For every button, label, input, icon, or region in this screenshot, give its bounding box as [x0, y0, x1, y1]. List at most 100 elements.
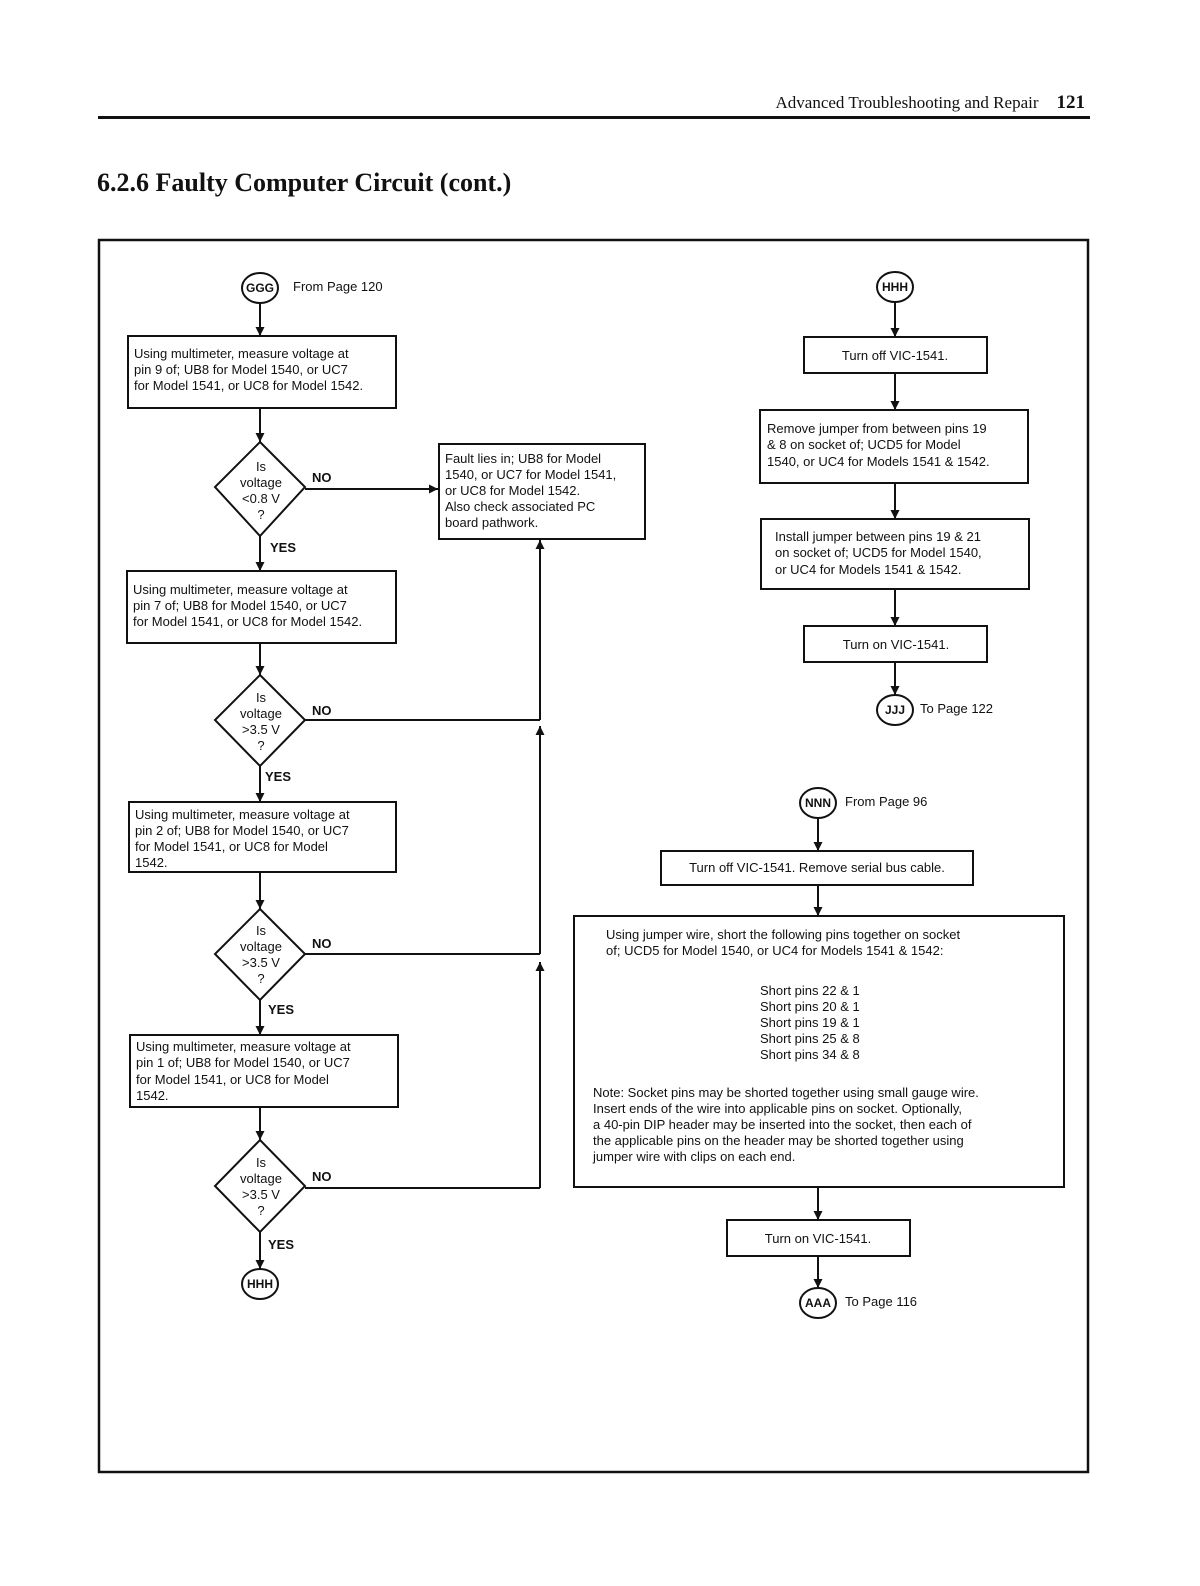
no-label-4: NO: [312, 1169, 332, 1184]
svg-text:or UC4 for Models 1541 & 1542.: or UC4 for Models 1541 & 1542.: [775, 562, 961, 577]
svg-text:>3.5 V: >3.5 V: [242, 1187, 280, 1202]
remove-jumper-box: Remove jumper from between pins 19 & 8 o…: [759, 409, 1029, 484]
svg-text:board pathwork.: board pathwork.: [445, 515, 538, 530]
svg-text:GGG: GGG: [246, 281, 274, 295]
no-label-1: NO: [312, 470, 332, 485]
connector-jjj: JJJ: [876, 694, 914, 726]
connector-nnn: NNN: [799, 787, 837, 819]
measure-pin7-box: Using multimeter, measure voltage at pin…: [126, 570, 397, 644]
svg-text:for Model 1541, or UC8 for Mod: for Model 1541, or UC8 for Model: [135, 839, 328, 854]
svg-text:Short pins 20 & 1: Short pins 20 & 1: [760, 999, 860, 1014]
svg-text:HHH: HHH: [247, 1277, 273, 1291]
svg-text:>3.5 V: >3.5 V: [242, 722, 280, 737]
fault-box: Fault lies in; UB8 for Model 1540, or UC…: [438, 443, 646, 540]
nnn-note: From Page 96: [845, 794, 927, 809]
svg-text:on socket of; UCD5 for Model: on socket of; UCD5 for Model 1540,: [775, 545, 982, 560]
svg-text:Using multimeter, measure volt: Using multimeter, measure voltage at: [133, 582, 348, 597]
yes-label-2: YES: [265, 769, 291, 784]
turn-on-box: Turn on VIC-1541.: [803, 625, 988, 663]
svg-text:Using multimeter, measure volt: Using multimeter, measure voltage at: [135, 807, 350, 822]
connector-ggg: GGG: [241, 272, 279, 304]
yes-label-1: YES: [270, 540, 296, 555]
svg-text:HHH: HHH: [882, 280, 908, 294]
svg-text:voltage: voltage: [240, 475, 282, 490]
svg-text:Turn on VIC-1541.: Turn on VIC-1541.: [843, 637, 949, 652]
svg-text:Note: Socket pins may be short: Note: Socket pins may be shorted togethe…: [593, 1085, 979, 1100]
svg-text:Is: Is: [256, 923, 267, 938]
svg-text:Fault lies in; UB8 for Model: Fault lies in; UB8 for Model: [445, 451, 601, 466]
svg-text:Insert ends of the wire into a: Insert ends of the wire into applicable …: [593, 1101, 962, 1116]
svg-text:1542.: 1542.: [136, 1088, 169, 1103]
yes-label-3: YES: [268, 1002, 294, 1017]
decision-voltage-gt-3-5-b: Is voltage >3.5 V ?: [213, 907, 307, 1002]
turn-off-remove-cable-box: Turn off VIC-1541. Remove serial bus cab…: [660, 850, 974, 886]
svg-text:pin 7 of; UB8 for Model 1540,: pin 7 of; UB8 for Model 1540, or UC7: [133, 598, 347, 613]
svg-text:1542.: 1542.: [135, 855, 168, 870]
svg-text:JJJ: JJJ: [885, 703, 905, 717]
svg-text:AAA: AAA: [805, 1296, 831, 1310]
svg-text:Remove jumper from between pin: Remove jumper from between pins 19: [767, 421, 987, 436]
decision-voltage-lt-0-8: Is voltage <0.8 V ?: [213, 440, 307, 538]
svg-text:1540, or UC4 for Models 1541 &: 1540, or UC4 for Models 1541 & 1542.: [767, 454, 990, 469]
svg-text:Using multimeter, measure volt: Using multimeter, measure voltage at: [134, 346, 349, 361]
svg-text:& 8 on socket of; UCD5 for Mo: & 8 on socket of; UCD5 for Model: [767, 437, 961, 452]
header-rule: [98, 116, 1090, 119]
yes-label-4: YES: [268, 1237, 294, 1252]
svg-text:pin 2 of; UB8 for Model 1540,: pin 2 of; UB8 for Model 1540, or UC7: [135, 823, 349, 838]
svg-text:<0.8 V: <0.8 V: [242, 491, 280, 506]
svg-text:Using jumper wire, short the f: Using jumper wire, short the following p…: [606, 927, 960, 942]
svg-text:for Model 1541, or UC8 for Mod: for Model 1541, or UC8 for Model 1542.: [134, 378, 363, 393]
svg-text:?: ?: [257, 738, 264, 753]
svg-text:Turn on VIC-1541.: Turn on VIC-1541.: [765, 1231, 871, 1246]
svg-text:Also check associated PC: Also check associated PC: [445, 499, 595, 514]
no-label-3: NO: [312, 936, 332, 951]
measure-pin9-box: Using multimeter, measure voltage at pin…: [127, 335, 397, 409]
svg-text:a 40-pin DIP header may be ins: a 40-pin DIP header may be inserted into…: [593, 1117, 972, 1132]
svg-text:1540, or UC7 for Model 1541,: 1540, or UC7 for Model 1541,: [445, 467, 616, 482]
short-pins-box: Using jumper wire, short the following p…: [573, 915, 1065, 1188]
install-jumper-box: Install jumper between pins 19 & 21 on s…: [760, 518, 1030, 590]
svg-text:?: ?: [257, 971, 264, 986]
turn-off-box: Turn off VIC-1541.: [803, 336, 988, 374]
svg-text:Short pins 22 & 1: Short pins 22 & 1: [760, 983, 860, 998]
decision-voltage-gt-3-5-a: Is voltage >3.5 V ?: [213, 673, 307, 768]
aaa-note: To Page 116: [845, 1294, 917, 1309]
running-header: Advanced Troubleshooting and Repair 121: [100, 92, 1086, 116]
svg-text:Is: Is: [256, 459, 267, 474]
connector-aaa: AAA: [799, 1287, 837, 1319]
svg-text:?: ?: [257, 1203, 264, 1218]
svg-text:of; UCD5 for Model 1540, or UC: of; UCD5 for Model 1540, or UC4 for Mode…: [606, 943, 943, 958]
svg-text:Is: Is: [256, 1155, 267, 1170]
measure-pin2-box: Using multimeter, measure voltage at pin…: [128, 801, 397, 873]
svg-text:voltage: voltage: [240, 939, 282, 954]
svg-text:>3.5 V: >3.5 V: [242, 955, 280, 970]
svg-text:Is: Is: [256, 690, 267, 705]
connector-hhh-top: HHH: [876, 271, 914, 303]
svg-text:jumper wire with clips on each: jumper wire with clips on each end.: [592, 1149, 795, 1164]
decision-voltage-gt-3-5-c: Is voltage >3.5 V ?: [213, 1138, 307, 1234]
svg-text:Short pins 34 & 8: Short pins 34 & 8: [760, 1047, 860, 1062]
ggg-note: From Page 120: [293, 279, 383, 294]
jjj-note: To Page 122: [920, 701, 993, 716]
svg-text:or UC8 for Model 1542.: or UC8 for Model 1542.: [445, 483, 580, 498]
svg-text:Short pins 19 & 1: Short pins 19 & 1: [760, 1015, 860, 1030]
svg-text:NNN: NNN: [805, 796, 831, 810]
svg-text:Short pins 25 & 8: Short pins 25 & 8: [760, 1031, 860, 1046]
svg-text:for Model 1541, or UC8 for Mod: for Model 1541, or UC8 for Model: [136, 1072, 329, 1087]
page-number: 121: [1056, 92, 1086, 113]
svg-text:for Model 1541, or UC8 for Mod: for Model 1541, or UC8 for Model 1542.: [133, 614, 362, 629]
svg-text:voltage: voltage: [240, 1171, 282, 1186]
section-title: 6.2.6 Faulty Computer Circuit (cont.): [97, 168, 512, 197]
svg-text:Turn off VIC-1541.: Turn off VIC-1541.: [842, 348, 948, 363]
svg-text:the applicable pins on the hea: the applicable pins on the header may be…: [593, 1133, 964, 1148]
svg-text:pin 1 of; UB8 for Model 1540,: pin 1 of; UB8 for Model 1540, or UC7: [136, 1055, 350, 1070]
measure-pin1-box: Using multimeter, measure voltage at pin…: [129, 1034, 399, 1108]
svg-text:Install jumper between pins 19: Install jumper between pins 19 & 21: [775, 529, 981, 544]
svg-text:Turn off VIC-1541. Remove ser: Turn off VIC-1541. Remove serial bus cab…: [689, 860, 945, 875]
connector-hhh-bottom: HHH: [241, 1268, 279, 1300]
running-title: Advanced Troubleshooting and Repair: [775, 93, 1039, 112]
diagram-frame: [97, 238, 1090, 1474]
svg-text:?: ?: [257, 507, 264, 522]
turn-on-box-2: Turn on VIC-1541.: [726, 1219, 911, 1257]
